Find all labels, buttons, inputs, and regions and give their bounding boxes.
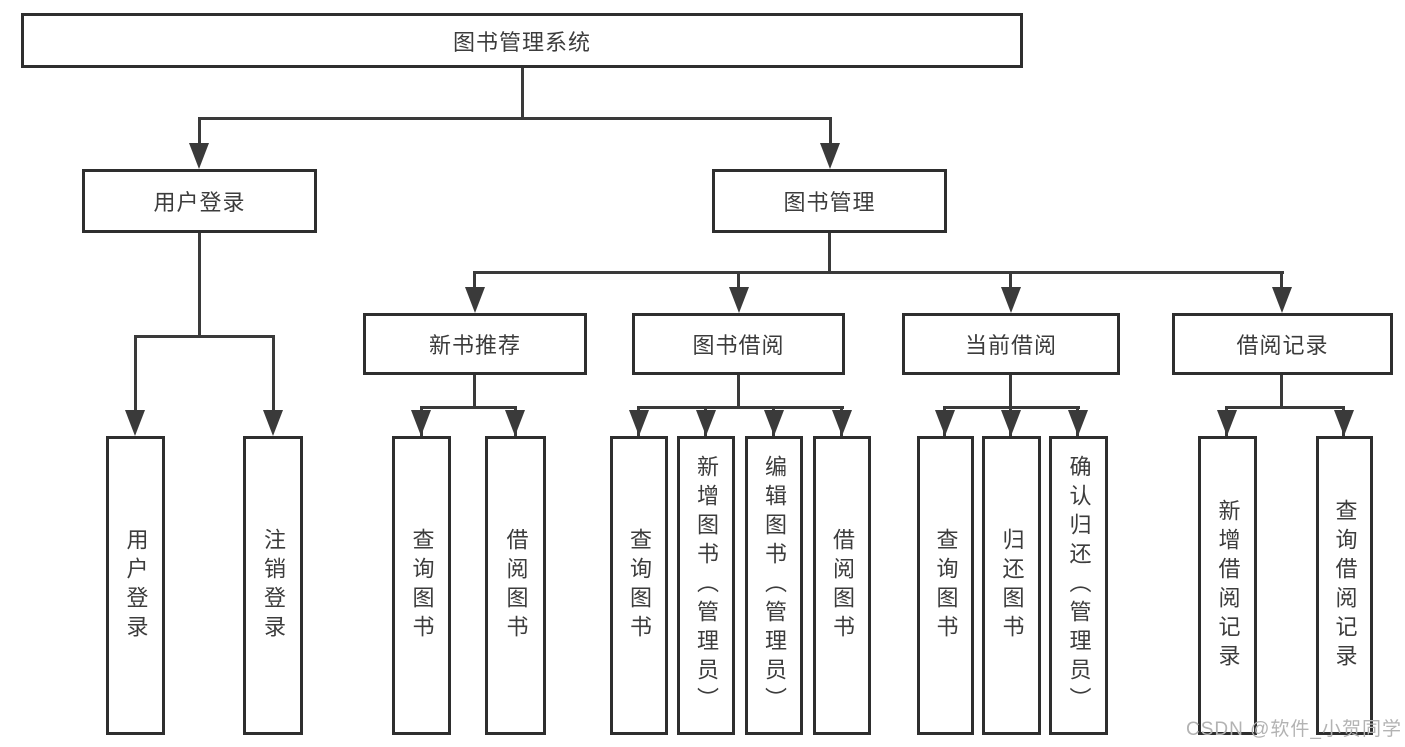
connector-line	[198, 233, 201, 338]
leaf-logout: 注销登录	[243, 436, 303, 735]
connector-line	[828, 233, 831, 274]
leaf-current-query-books: 查询图书	[917, 436, 974, 735]
arrow-down-icon	[832, 410, 852, 436]
connector-line	[272, 335, 275, 412]
arrow-down-icon	[1334, 410, 1354, 436]
node-new-book-recommend-label: 新书推荐	[428, 333, 521, 358]
connector-line	[134, 335, 275, 338]
node-borrow-records-label: 借阅记录	[1236, 333, 1329, 358]
leaf-records-query-record: 查询借阅记录	[1316, 436, 1373, 735]
arrow-down-icon	[696, 410, 716, 436]
leaf-user-login: 用户登录	[106, 436, 165, 735]
connector-line	[473, 375, 476, 409]
leaf-current-confirm-return-admin-label: 确认归还（管理员）	[1066, 455, 1092, 716]
connector-line	[737, 271, 740, 289]
arrow-down-icon	[1001, 287, 1021, 313]
arrow-down-icon	[1217, 410, 1237, 436]
connector-line	[420, 406, 517, 409]
node-book-borrow: 图书借阅	[632, 313, 845, 375]
leaf-recommend-borrow-books-label: 借阅图书	[503, 527, 529, 644]
leaf-borrow-borrow-books: 借阅图书	[813, 436, 871, 735]
arrow-down-icon	[411, 410, 431, 436]
leaf-current-return-books: 归还图书	[982, 436, 1041, 735]
leaf-records-add-record-label: 新增借阅记录	[1215, 498, 1241, 673]
arrow-down-icon	[125, 410, 145, 436]
arrow-down-icon	[505, 410, 525, 436]
arrow-down-icon	[820, 143, 840, 169]
node-root: 图书管理系统	[21, 13, 1023, 68]
connector-line	[829, 117, 832, 145]
arrow-down-icon	[935, 410, 955, 436]
leaf-current-return-books-label: 归还图书	[999, 527, 1025, 644]
arrow-down-icon	[1068, 410, 1088, 436]
node-book-management-label: 图书管理	[783, 190, 876, 215]
connector-line	[473, 271, 1284, 274]
connector-line	[1009, 271, 1012, 289]
csdn-watermark: CSDN @软件_小贺同学	[1186, 719, 1402, 740]
connector-line	[198, 117, 832, 120]
leaf-records-add-record: 新增借阅记录	[1198, 436, 1257, 735]
connector-line	[737, 375, 740, 409]
leaf-borrow-query-books: 查询图书	[610, 436, 668, 735]
connector-line	[198, 117, 201, 145]
leaf-current-query-books-label: 查询图书	[933, 527, 959, 644]
node-new-book-recommend: 新书推荐	[363, 313, 587, 375]
node-book-borrow-label: 图书借阅	[692, 333, 785, 358]
node-current-borrow-label: 当前借阅	[964, 333, 1057, 358]
leaf-user-login-label: 用户登录	[123, 527, 149, 644]
arrow-down-icon	[189, 143, 209, 169]
arrow-down-icon	[629, 410, 649, 436]
leaf-borrow-edit-books-admin-label: 编辑图书（管理员）	[762, 455, 787, 716]
node-user-login-label: 用户登录	[153, 190, 246, 215]
connector-line	[473, 271, 476, 289]
leaf-borrow-add-books-admin-label: 新增图书（管理员）	[694, 455, 719, 716]
leaf-recommend-query-books: 查询图书	[392, 436, 451, 735]
leaf-records-query-record-label: 查询借阅记录	[1332, 498, 1358, 673]
leaf-borrow-add-books-admin: 新增图书（管理员）	[677, 436, 735, 735]
arrow-down-icon	[263, 410, 283, 436]
node-user-login: 用户登录	[82, 169, 317, 233]
connector-line	[134, 335, 137, 412]
leaf-current-confirm-return-admin: 确认归还（管理员）	[1049, 436, 1108, 735]
arrow-down-icon	[1272, 287, 1292, 313]
connector-line	[521, 68, 524, 120]
connector-line	[1225, 406, 1345, 409]
arrow-down-icon	[764, 410, 784, 436]
node-borrow-records: 借阅记录	[1172, 313, 1393, 375]
leaf-borrow-edit-books-admin: 编辑图书（管理员）	[745, 436, 803, 735]
connector-line	[1280, 271, 1283, 289]
node-book-management: 图书管理	[712, 169, 947, 233]
connector-line	[637, 406, 844, 409]
leaf-recommend-query-books-label: 查询图书	[409, 527, 435, 644]
leaf-recommend-borrow-books: 借阅图书	[485, 436, 546, 735]
arrow-down-icon	[465, 287, 485, 313]
node-root-label: 图书管理系统	[452, 29, 591, 55]
connector-line	[1009, 375, 1012, 409]
arrow-down-icon	[1001, 410, 1021, 436]
connector-line	[1280, 375, 1283, 409]
arrow-down-icon	[729, 287, 749, 313]
leaf-borrow-query-books-label: 查询图书	[627, 527, 652, 644]
leaf-borrow-borrow-books-label: 借阅图书	[830, 527, 855, 644]
node-current-borrow: 当前借阅	[902, 313, 1120, 375]
leaf-logout-label: 注销登录	[261, 527, 286, 644]
